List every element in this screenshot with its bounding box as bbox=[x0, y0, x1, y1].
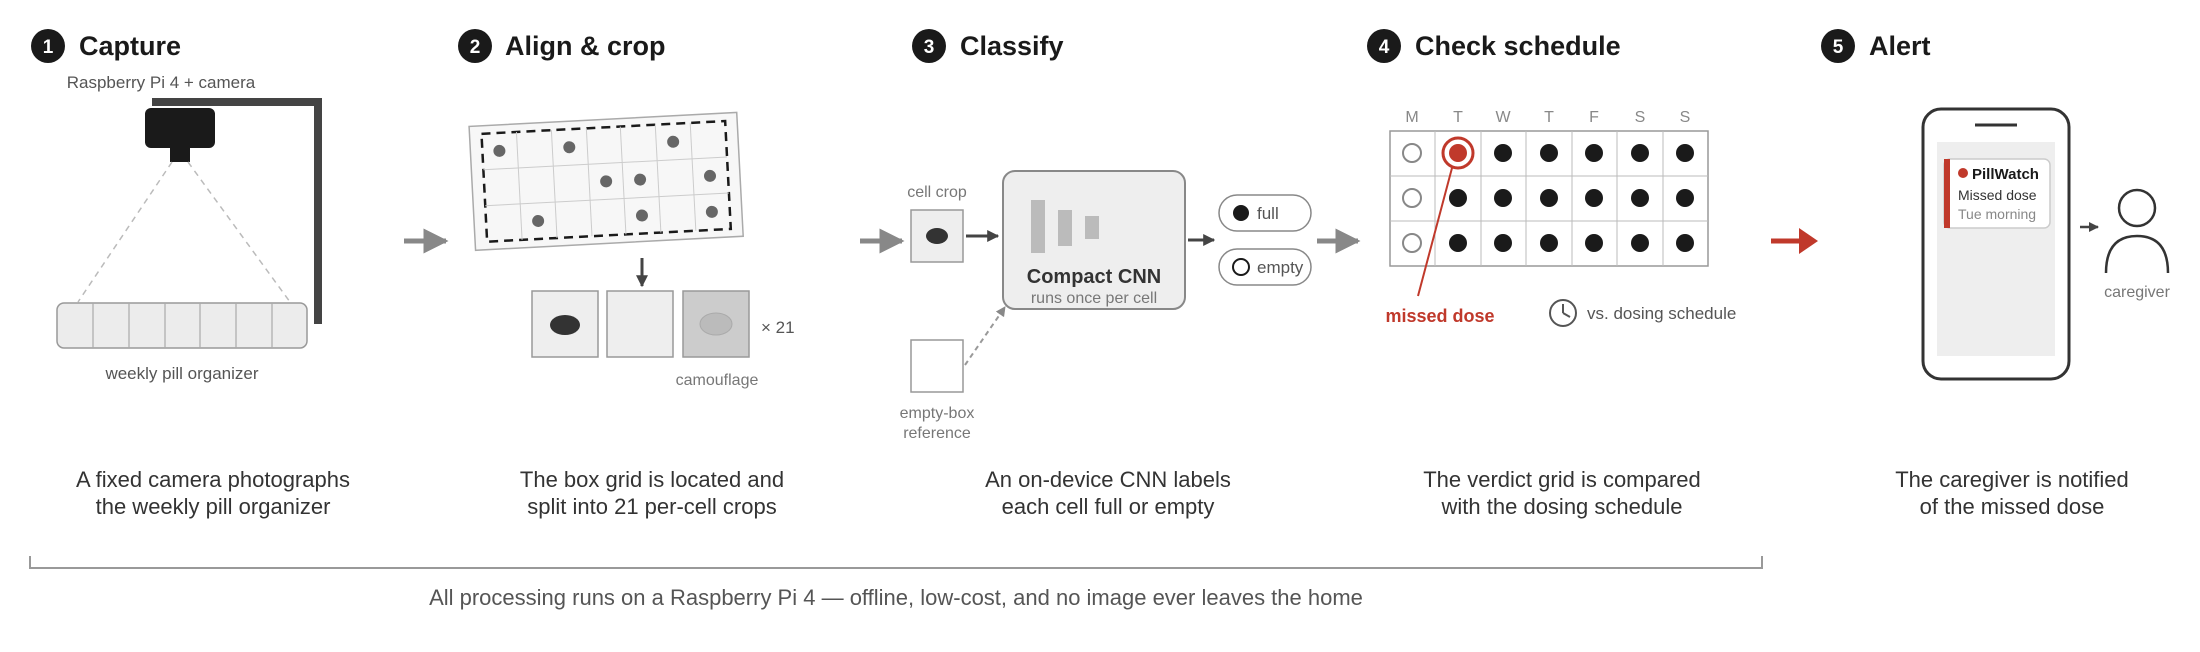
step-number: 4 bbox=[1379, 37, 1390, 58]
cell-crop-full bbox=[531, 290, 599, 358]
step-1-caption-line2: the weekly pill organizer bbox=[96, 494, 331, 519]
day-label: S bbox=[1635, 109, 1646, 126]
step-1-caption-line1: A fixed camera photographs bbox=[76, 467, 350, 492]
step-title: Classify bbox=[960, 31, 1064, 61]
step-5-header: 5 Alert bbox=[1821, 29, 1931, 63]
notification-dot bbox=[1958, 168, 1968, 178]
step-5-caption-line2: of the missed dose bbox=[1920, 494, 2105, 519]
cnn-layer-icon bbox=[1085, 216, 1099, 239]
organizer-label: weekly pill organizer bbox=[104, 364, 258, 383]
on-device-bracket bbox=[29, 556, 1763, 569]
cnn-layer-icon bbox=[1058, 210, 1072, 246]
detected-grid-box bbox=[480, 119, 733, 243]
cnn-layer-icon bbox=[1031, 200, 1045, 253]
verdict-missed bbox=[1449, 144, 1467, 162]
day-label: S bbox=[1680, 109, 1691, 126]
cell-crop-input bbox=[910, 209, 964, 263]
step-number-badge bbox=[31, 29, 65, 63]
day-headers: M T W T F S S bbox=[1405, 109, 1690, 126]
empty-ref-label-line1: empty-box bbox=[900, 405, 975, 422]
day-label: M bbox=[1405, 109, 1418, 126]
step-number: 1 bbox=[43, 37, 54, 58]
camouflage-label: camouflage bbox=[676, 372, 759, 389]
step-1-header: 1 Capture bbox=[31, 29, 181, 63]
camera-lens bbox=[170, 148, 190, 162]
footer-note: All processing runs on a Raspberry Pi 4 … bbox=[429, 585, 1363, 610]
camera-label: Raspberry Pi 4 + camera bbox=[67, 73, 256, 92]
step-number-badge bbox=[1367, 29, 1401, 63]
full-output-pill: full bbox=[1218, 194, 1312, 232]
step-3-header: 3 Classify bbox=[912, 29, 1064, 63]
step-number: 3 bbox=[924, 37, 935, 58]
step-4-header: 4 Check schedule bbox=[1367, 29, 1621, 63]
step-title: Align & crop bbox=[505, 31, 666, 61]
notification-card: PillWatch Missed dose Tue morning bbox=[1943, 158, 2051, 229]
cnn-title: Compact CNN bbox=[1027, 266, 1161, 288]
empty-output-pill: empty bbox=[1218, 248, 1312, 286]
empty-label: empty bbox=[1257, 258, 1304, 277]
missed-dose-ring bbox=[1441, 136, 1475, 170]
step-number-badge bbox=[912, 29, 946, 63]
step-3-caption-line1: An on-device CNN labels bbox=[985, 467, 1231, 492]
verdict-grid bbox=[1389, 130, 1709, 267]
aligned-grid-photo bbox=[468, 111, 744, 252]
day-label: W bbox=[1495, 109, 1511, 126]
step-4-caption-line2: with the dosing schedule bbox=[1441, 494, 1683, 519]
step-number: 2 bbox=[470, 37, 481, 58]
cell-crop-camouflage bbox=[682, 290, 750, 358]
reference-to-cnn-arrow bbox=[964, 306, 1006, 366]
day-label: T bbox=[1544, 109, 1554, 126]
clock-icon bbox=[1549, 299, 1577, 327]
crop-count-label: × 21 bbox=[761, 318, 795, 337]
day-label: T bbox=[1453, 109, 1463, 126]
full-label: full bbox=[1257, 204, 1279, 223]
step-2-caption-line1: The box grid is located and bbox=[520, 467, 784, 492]
pill-organizer bbox=[56, 302, 308, 349]
step-title: Alert bbox=[1869, 31, 1931, 61]
cnn-subtitle: runs once per cell bbox=[1031, 290, 1157, 307]
day-label: F bbox=[1589, 109, 1599, 126]
step-number-badge bbox=[458, 29, 492, 63]
missed-dose-label: missed dose bbox=[1385, 306, 1494, 326]
step-4-caption-line1: The verdict grid is compared bbox=[1423, 467, 1701, 492]
step-title: Check schedule bbox=[1415, 31, 1621, 61]
step-number-badge bbox=[1821, 29, 1855, 63]
notification-time: Tue morning bbox=[1958, 206, 2036, 222]
step-3-caption-line2: each cell full or empty bbox=[1002, 494, 1215, 519]
schedule-label: vs. dosing schedule bbox=[1587, 304, 1736, 323]
notification-message: Missed dose bbox=[1958, 187, 2037, 203]
caregiver-label: caregiver bbox=[2104, 284, 2170, 301]
camera-view-cone bbox=[77, 161, 291, 303]
step-2-caption-line2: split into 21 per-cell crops bbox=[527, 494, 776, 519]
cell-crop-empty bbox=[606, 290, 674, 358]
notification-app-name: PillWatch bbox=[1972, 166, 2039, 183]
step-2-header: 2 Align & crop bbox=[458, 29, 666, 63]
compact-cnn-box: Compact CNN runs once per cell bbox=[1002, 170, 1186, 310]
missed-dose-pointer bbox=[1417, 167, 1453, 297]
empty-ref-label-line2: reference bbox=[903, 425, 971, 442]
phone-icon bbox=[1921, 107, 2071, 381]
step-title: Capture bbox=[79, 31, 181, 61]
verdict-empty-expected bbox=[1402, 143, 1422, 163]
caregiver-icon bbox=[2104, 188, 2170, 274]
cell-crop-label: cell crop bbox=[907, 184, 967, 201]
empty-box-reference bbox=[910, 339, 964, 393]
step-number: 5 bbox=[1833, 37, 1844, 58]
camera-body bbox=[145, 108, 215, 148]
flow-arrow-4-5-head bbox=[1799, 228, 1818, 254]
step-5-caption-line1: The caregiver is notified bbox=[1895, 467, 2129, 492]
camera-mount bbox=[145, 98, 322, 324]
